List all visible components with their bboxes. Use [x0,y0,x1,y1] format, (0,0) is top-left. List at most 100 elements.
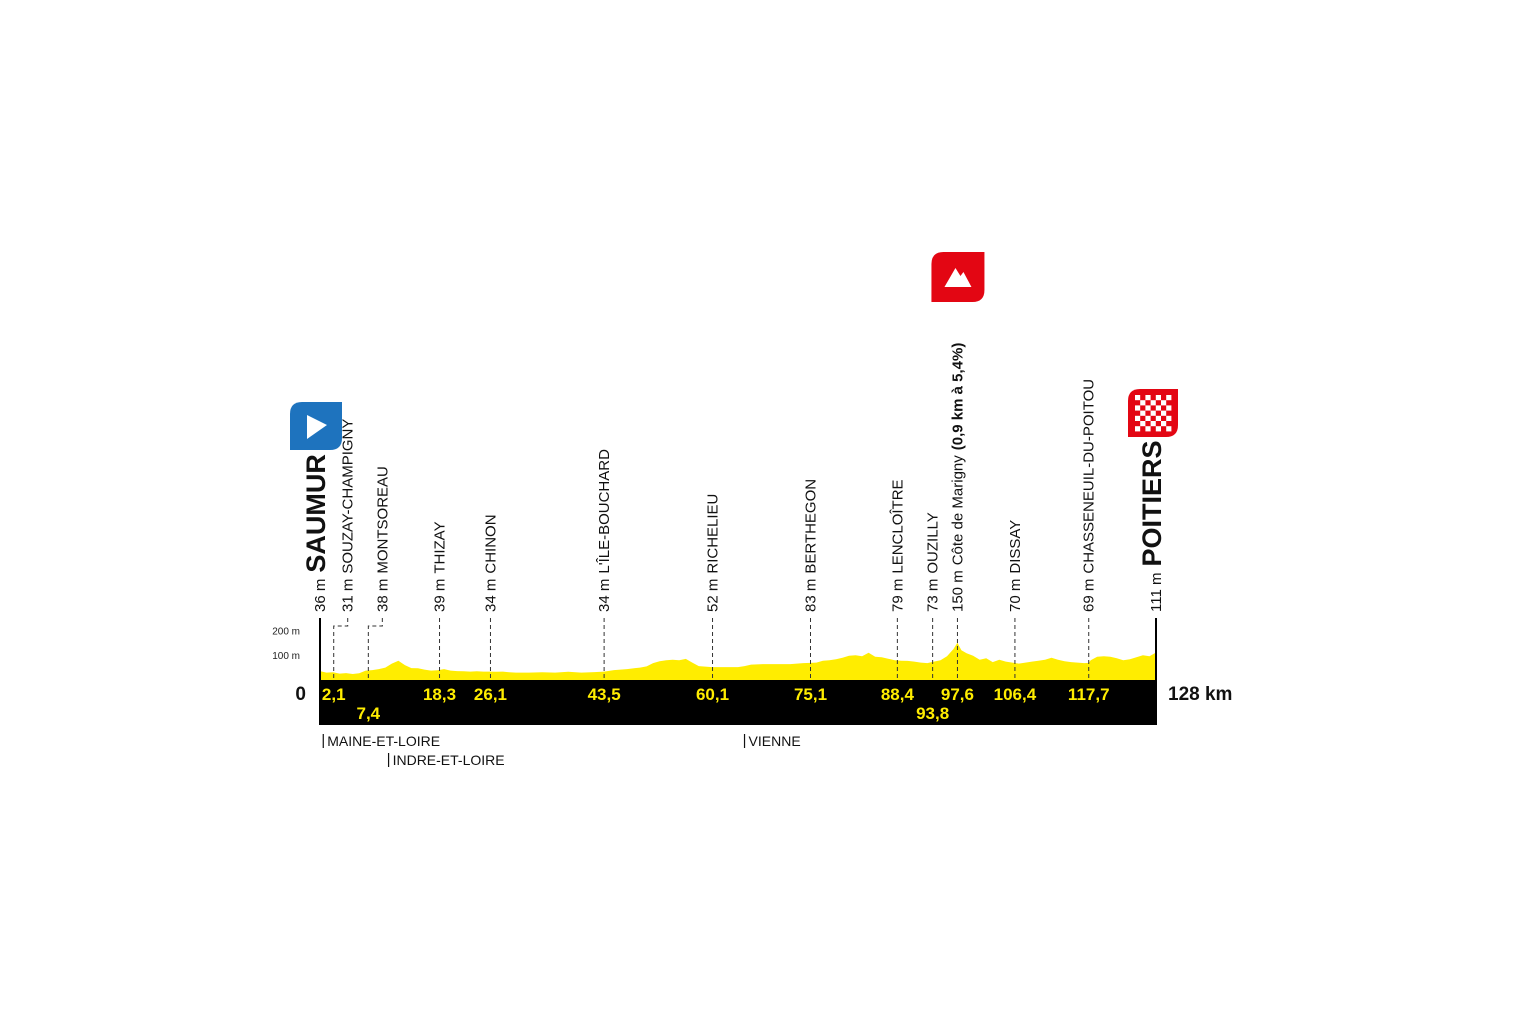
waypoint-name: DISSAY [1007,520,1024,574]
checker-square [1166,405,1172,411]
km-marker-label: 7,4 [357,704,381,723]
mountain-icon [931,252,985,302]
waypoint-altitude: 83 m [802,579,819,612]
checker-square [1161,400,1167,406]
checker-square [1145,426,1151,432]
waypoint-altitude: 34 m [596,579,613,612]
waypoint-guide [367,618,383,680]
checker-square [1145,415,1151,421]
checker-square [1135,426,1141,432]
km-marker-label: 97,6 [941,685,974,704]
checker-square [1150,400,1156,406]
finish-label: 111 m POITIERS [1137,441,1167,613]
waypoint-label: 38 m MONTSOREAU [374,466,391,612]
waypoint-label: 52 m RICHELIEU [705,494,722,612]
y-tick-label: 100 m [272,651,300,662]
km-marker-label: 75,1 [794,685,827,704]
km-marker-label: 26,1 [474,685,507,704]
waypoint-label: 79 m LENCLOÎTRE [889,479,906,612]
checker-square [1145,405,1151,411]
checker-square [1135,395,1141,401]
waypoint-name: BERTHEGON [802,479,819,574]
climb-detail: (0,9 km à 5,4%) [949,343,966,451]
route-icons [290,252,1178,450]
start-label: 36 m SAUMUR [301,454,331,612]
waypoint-altitude: 150 m [949,570,966,612]
checker-square [1155,415,1161,421]
checker-square [1150,421,1156,427]
checker-square [1135,415,1141,421]
checker-square [1161,421,1167,427]
waypoint-altitude: 79 m [889,579,906,612]
checker-square [1166,426,1172,432]
elevation-profile [320,642,1156,680]
waypoint-guide [333,618,349,680]
km-marker-label: 106,4 [994,685,1037,704]
km-marker-label: 18,3 [423,685,456,704]
start-town-name: SAUMUR [301,454,331,573]
checker-square [1155,405,1161,411]
waypoint-name: THIZAY [432,521,449,573]
checker-square [1155,426,1161,432]
checker-square [1140,400,1146,406]
finish-altitude: 111 m [1148,573,1165,612]
checker-square [1140,421,1146,427]
distance-bar [320,680,1156,725]
waypoint-name: RICHELIEU [705,494,722,574]
km-marker-label: 117,7 [1068,685,1110,704]
waypoint-label: 34 m CHINON [482,514,499,612]
profile-area [320,642,1156,680]
play-triangle [307,415,327,439]
waypoint-name: SOUZAY-CHAMPIGNY [340,419,357,574]
y-axis: 200 m 100 m [272,626,300,662]
waypoint-label: 83 m BERTHEGON [802,479,819,612]
x-axis-start-label: 0 [295,684,306,705]
checker-square [1150,410,1156,416]
waypoint-label: 69 mCHASSENEUIL-DU-POITOU [1081,379,1098,612]
region-label: VIENNE [749,733,801,749]
checker-square [1161,410,1167,416]
waypoint-name: MONTSOREAU [374,466,391,574]
waypoint-altitude: 34 m [482,579,499,612]
km-marker-label: 88,4 [881,685,915,704]
waypoint-label: 70 m DISSAY [1007,520,1024,612]
checker-square [1145,395,1151,401]
waypoint-name: CHINON [482,514,499,573]
waypoint-labels: 36 m SAUMUR 111 m POITIERS 31 m SOUZAY-CHAMPI… [301,343,1167,612]
waypoint-altitude: 70 m [1007,579,1024,612]
mountain-glyph [944,268,972,287]
waypoint-label: 39 m THIZAY [432,521,449,612]
waypoint-name: Côte de Marigny [949,455,966,566]
waypoint-label: 31 m SOUZAY-CHAMPIGNY [340,419,357,612]
checker-square [1166,415,1172,421]
checker-square [1135,405,1141,411]
waypoint-altitude: 39 m [432,579,449,612]
checker-square [1166,395,1172,401]
waypoint-altitude: 69 m [1081,579,1098,612]
region-label: MAINE-ET-LOIRE [327,733,440,749]
waypoint-altitude: 52 m [705,579,722,612]
km-marker-label: 93,8 [916,704,949,723]
waypoint-name: LENCLOÎTRE [889,479,906,573]
finish-town-name: POITIERS [1137,441,1167,567]
checker-square [1155,395,1161,401]
waypoint-name: OUZILLY [925,512,942,573]
region-label: INDRE-ET-LOIRE [393,752,505,768]
finish-flag-icon [1128,389,1178,437]
km-markers: 2,1 7,4 18,3 26,1 43,5 60,1 75,1 88,493,897,6 10… [322,685,1110,723]
x-axis-end-label: 128 km [1168,684,1232,705]
waypoint-altitude: 73 m [925,579,942,612]
checker-square [1140,410,1146,416]
km-marker-label: 60,1 [696,685,729,704]
km-marker-label: 43,5 [588,685,621,704]
km-marker-label: 2,1 [322,685,346,704]
waypoint-altitude: 31 m [340,579,357,612]
waypoint-label: 34 mL'ÎLE-BOUCHARD [596,449,613,612]
region-labels: MAINE-ET-LOIRE INDRE-ET-LOIRE VIENNE [322,733,801,768]
waypoint-label: 73 m OUZILLY [925,512,942,612]
waypoint-altitude: 38 m [374,579,391,612]
y-tick-label: 200 m [272,626,300,637]
start-flag-icon [290,402,342,450]
start-altitude: 36 m [312,579,329,612]
